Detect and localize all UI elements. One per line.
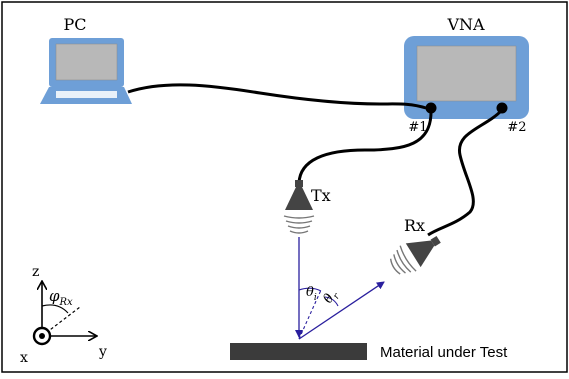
vna-instrument-icon xyxy=(404,36,529,119)
reflected-beam-arrow xyxy=(298,281,385,340)
material-slab xyxy=(230,343,367,360)
cable-pc-vna xyxy=(127,83,427,110)
port-2-label: #2 xyxy=(507,120,526,135)
rx-label: Rx xyxy=(404,216,425,235)
theta-i-label: θi xyxy=(306,285,317,303)
pc-label: PC xyxy=(63,15,86,34)
port-1-connector xyxy=(425,102,437,114)
axis-y-label: y xyxy=(98,344,107,360)
port-1-label: #1 xyxy=(408,120,427,135)
phi-rx-label: φRx xyxy=(49,287,73,308)
cable-port1-tx xyxy=(297,109,433,184)
rx-horn-antenna-icon xyxy=(389,235,441,275)
vna-label: VNA xyxy=(446,15,485,34)
surface-normal-dashed xyxy=(298,289,322,340)
axis-z-label: z xyxy=(32,264,39,280)
laptop-icon xyxy=(40,38,132,104)
theta-i-arc xyxy=(298,287,322,292)
tx-label: Tx xyxy=(311,186,331,205)
cable-port2-rx xyxy=(427,108,504,237)
tx-horn-antenna-icon xyxy=(283,180,315,234)
theta-r-arc xyxy=(324,296,339,307)
material-label: Material under Test xyxy=(380,344,508,361)
axis-x-label: x xyxy=(20,350,28,366)
coordinate-axes-icon xyxy=(32,282,96,346)
